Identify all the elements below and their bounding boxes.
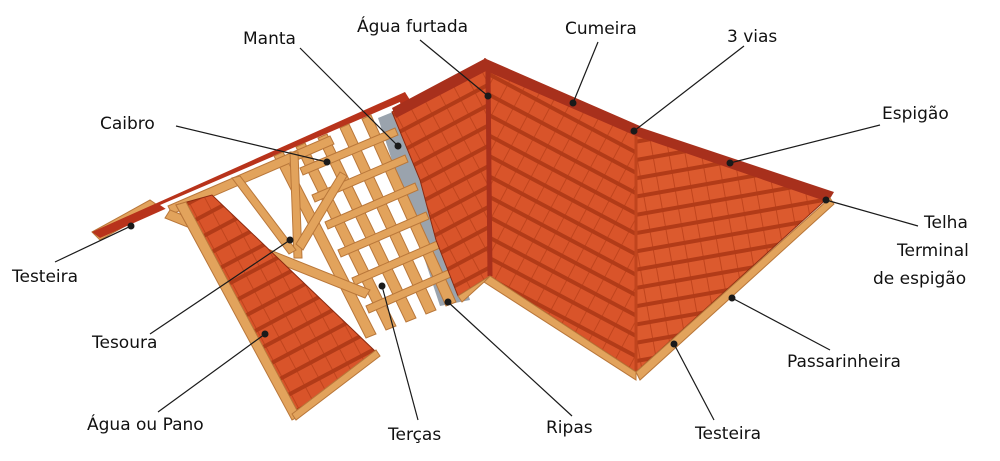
label-testeira-bottom: Testeira: [694, 424, 761, 444]
label-caibro: Caibro: [100, 114, 155, 134]
valley-ridge: [392, 58, 488, 118]
cumeira-ridge: [484, 58, 640, 136]
label-testeira-left: Testeira: [11, 267, 78, 287]
label-3-vias: 3 vias: [727, 27, 777, 47]
label-agua-ou-pano: Água ou Pano: [87, 413, 204, 435]
label-telha-line3: de espigão: [873, 269, 966, 289]
label-telha-line1: Telha: [923, 213, 968, 233]
espigao-hip-ridge: [636, 126, 834, 202]
left-roof: [91, 92, 470, 421]
label-telha-line2: Terminal: [896, 241, 969, 261]
label-tercas: Terças: [387, 425, 441, 445]
label-cumeira: Cumeira: [565, 19, 637, 39]
label-tesoura: Tesoura: [91, 333, 157, 353]
main-roof: [391, 58, 835, 381]
label-agua-furtada: Água furtada: [357, 15, 468, 37]
valley-bottom-board: [457, 275, 491, 303]
passarinheira-board: [635, 197, 835, 381]
agua-furtada-valley-line: [485, 69, 493, 277]
label-ripas: Ripas: [546, 418, 593, 438]
label-manta: Manta: [243, 29, 296, 49]
left-bottom-board: [291, 349, 381, 421]
label-espigao: Espigão: [882, 104, 949, 124]
label-passarinheira: Passarinheira: [787, 352, 901, 372]
labels: Manta Água furtada Cumeira 3 vias Caibro…: [11, 15, 969, 445]
leaders: [54, 39, 919, 421]
